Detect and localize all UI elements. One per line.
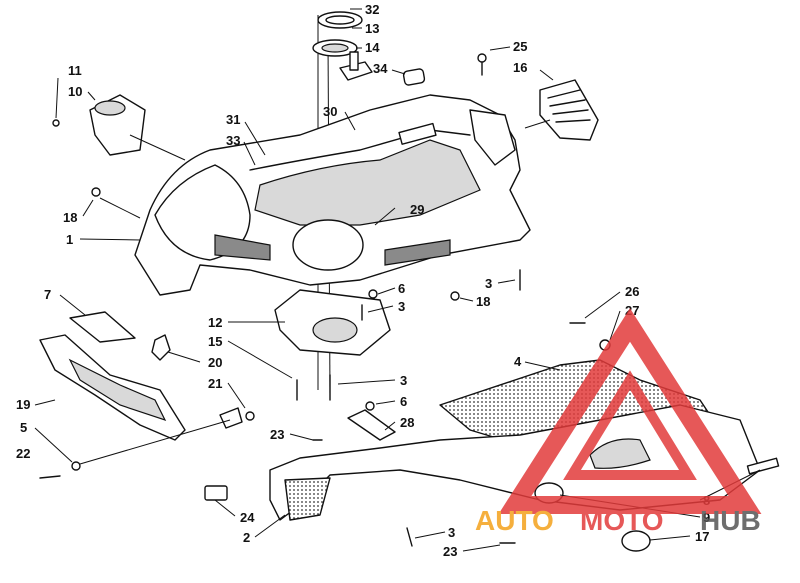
callout: 16 — [513, 60, 527, 75]
strip-8 — [746, 457, 780, 475]
ring-13-inner — [321, 43, 349, 53]
callout: 12 — [208, 315, 222, 330]
pan-floor — [254, 139, 481, 226]
callout: 30 — [323, 104, 337, 119]
pan-vent — [384, 239, 451, 266]
clip-20 — [151, 334, 171, 361]
watermark-text-moto: MOTO — [580, 505, 663, 536]
screw-22 — [39, 475, 61, 479]
pan-edge — [249, 129, 471, 171]
washer-5 — [71, 461, 81, 471]
clip-24 — [204, 485, 228, 501]
callout: 29 — [410, 202, 424, 217]
watermark-logo: AUTO MOTO HUB — [475, 308, 762, 536]
callout: 19 — [16, 397, 30, 412]
callout: 10 — [68, 84, 82, 99]
bolt — [52, 119, 60, 127]
callout: 3 — [398, 299, 405, 314]
callout: 14 — [365, 40, 380, 55]
bolt-18 — [91, 187, 101, 197]
bracket-19-inner — [68, 358, 167, 422]
callout: 1 — [66, 232, 73, 247]
callout: 28 — [400, 415, 414, 430]
callout: 24 — [240, 510, 255, 525]
watermark-text-hub: HUB — [700, 505, 761, 536]
callout: 5 — [20, 420, 27, 435]
motor-top — [94, 100, 126, 116]
callout: 4 — [514, 354, 522, 369]
callout: 7 — [44, 287, 51, 302]
callout: 34 — [373, 61, 388, 76]
watermark-text-auto: AUTO — [475, 505, 554, 536]
grille-16 — [539, 79, 599, 141]
callout: 6 — [400, 394, 407, 409]
side-panel-2-cutout — [589, 438, 651, 469]
callout: 20 — [208, 355, 222, 370]
callout: 33 — [226, 133, 240, 148]
nut-6b — [368, 289, 378, 299]
bolt-18b — [450, 291, 460, 301]
callout: 6 — [398, 281, 405, 296]
callout: 3 — [400, 373, 407, 388]
callout: 21 — [208, 376, 222, 391]
callout: 9 — [703, 510, 710, 525]
fitting-stem — [349, 51, 359, 71]
assembly-line — [79, 419, 231, 465]
pan-slot — [398, 122, 437, 145]
callout: 2 — [243, 530, 250, 545]
callout: 3 — [485, 276, 492, 291]
assembly-line — [129, 134, 186, 161]
nut-21 — [245, 411, 255, 421]
callout: 13 — [365, 21, 379, 36]
callout: 25 — [513, 39, 527, 54]
tab-21 — [219, 407, 243, 429]
logo-triangle — [498, 308, 762, 514]
bracket-28 — [347, 409, 396, 441]
grille-slats — [547, 89, 591, 123]
plate-hole — [312, 317, 358, 343]
callout: 23 — [443, 544, 457, 559]
cap-17 — [621, 530, 651, 552]
side-panel-2-end — [284, 477, 331, 521]
nut-6 — [365, 401, 375, 411]
callout: 26 — [625, 284, 639, 299]
ring-32-inner — [325, 15, 355, 25]
callout: 22 — [16, 446, 30, 461]
assembly-line — [99, 197, 141, 219]
pan-opening — [292, 219, 364, 271]
callout: 23 — [270, 427, 284, 442]
callout: 31 — [226, 112, 240, 127]
panel-7 — [69, 311, 136, 343]
callout: 32 — [365, 2, 379, 17]
callout: 3 — [448, 525, 455, 540]
assembly-line — [524, 119, 551, 129]
callout: 17 — [695, 529, 709, 544]
callout: 18 — [63, 210, 77, 225]
plug-34 — [402, 68, 426, 86]
pan-duct — [469, 109, 516, 166]
callout: 18 — [476, 294, 490, 309]
screw-3d — [406, 527, 413, 547]
callout: 11 — [68, 63, 82, 78]
callout: 15 — [208, 334, 222, 349]
screw-head — [477, 53, 487, 63]
logo-triangle-inner — [563, 370, 697, 480]
pan-vent — [214, 234, 271, 261]
pan-wheel-well — [154, 164, 251, 261]
